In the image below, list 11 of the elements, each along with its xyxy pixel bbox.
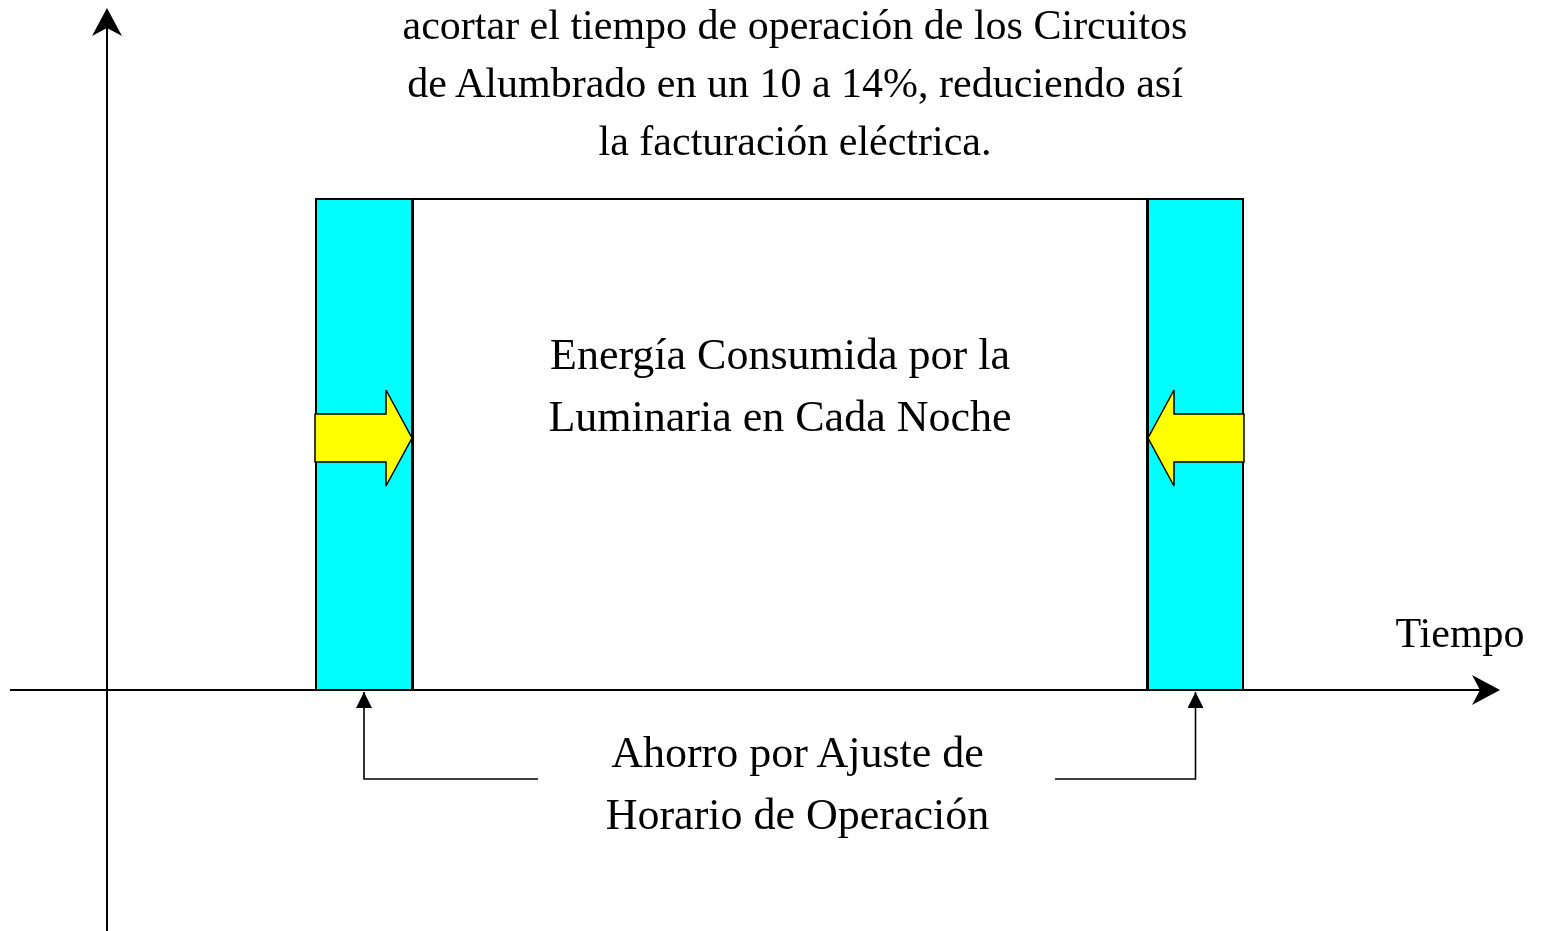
axis-label: Tiempo: [1394, 609, 1526, 658]
block-arrow: [1147, 389, 1245, 487]
leader-line: [356, 691, 539, 780]
savings-bar: [1147, 198, 1244, 691]
energy-box: [412, 198, 1148, 691]
leader-line: [1054, 691, 1204, 780]
savings-label: Ahorro por Ajuste de Horario de Operación: [604, 727, 991, 841]
block-arrow: [314, 389, 413, 487]
box-label: Energía Consumida por la Luminaria en Cada Noche: [547, 329, 1013, 443]
savings-bar: [315, 198, 413, 691]
description-text: acortar el tiempo de operación de los Circuitos de Alumbrado en un 10 a 14%, reduciendo así la facturación eléctrica.: [401, 1, 1189, 166]
